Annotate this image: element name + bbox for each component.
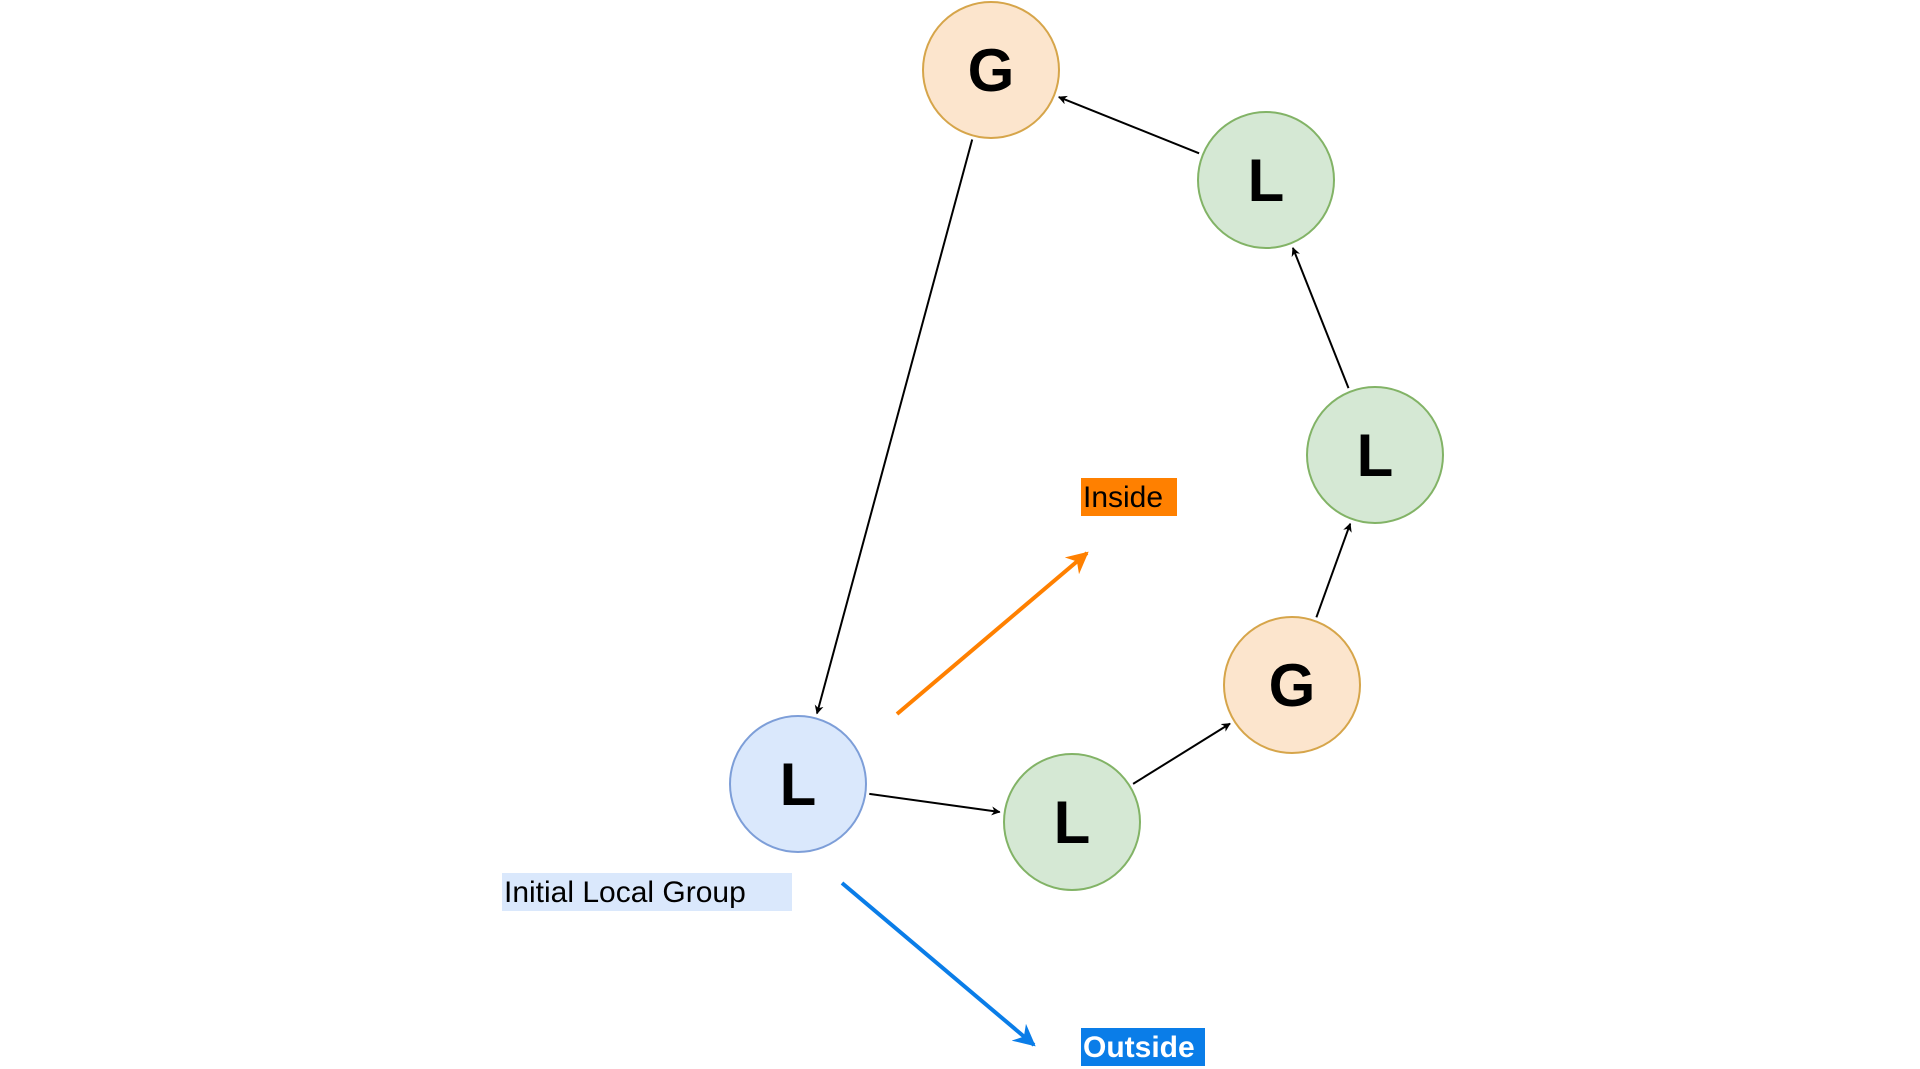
initial-group-label-background: [502, 873, 792, 911]
edge-g-lower-to-l-middle: [1315, 522, 1352, 618]
node-letter: G: [1269, 652, 1316, 719]
inside-label-text: Inside: [1083, 481, 1163, 514]
node-circle: [729, 715, 867, 853]
node-l-upper: L: [1197, 111, 1335, 249]
node-l-middle: L: [1306, 386, 1444, 524]
outside-label-text: Outside: [1083, 1031, 1195, 1064]
initial-group-label: Initial Local Group: [502, 873, 792, 911]
node-l-initial: L: [729, 715, 867, 853]
node-circle: [1003, 753, 1141, 891]
outside-label-background: [1081, 1028, 1205, 1066]
node-g-lower: G: [1223, 616, 1361, 754]
node-letter: L: [1357, 422, 1394, 489]
edge-g-top-to-l-initial: [814, 139, 974, 715]
node-letter: L: [1054, 789, 1091, 856]
inside-label: Inside: [1081, 478, 1177, 516]
node-letter: L: [780, 751, 817, 818]
node-circle: [1306, 386, 1444, 524]
edge-l-upper-to-g-top: [1057, 95, 1200, 155]
edge-l-initial-to-l-bottom: [869, 792, 1001, 816]
node-letter: L: [1248, 147, 1285, 214]
node-l-bottom: L: [1003, 753, 1141, 891]
node-circle: [1223, 616, 1361, 754]
edge-l-middle-to-l-upper: [1291, 247, 1350, 389]
edges-layer: [814, 95, 1352, 816]
inside-direction-arrow: [895, 551, 1089, 716]
node-letter: G: [968, 37, 1015, 104]
node-circle: [1197, 111, 1335, 249]
node-circle: [922, 1, 1060, 139]
outside-direction-arrow: [840, 881, 1036, 1047]
node-g-top: G: [922, 1, 1060, 139]
outside-label: Outside: [1081, 1028, 1205, 1066]
edge-l-bottom-to-g-lower: [1132, 722, 1231, 785]
inside-label-background: [1081, 478, 1177, 516]
nodes-layer: G L L G L L: [729, 1, 1444, 891]
initial-group-label-text: Initial Local Group: [504, 876, 746, 909]
